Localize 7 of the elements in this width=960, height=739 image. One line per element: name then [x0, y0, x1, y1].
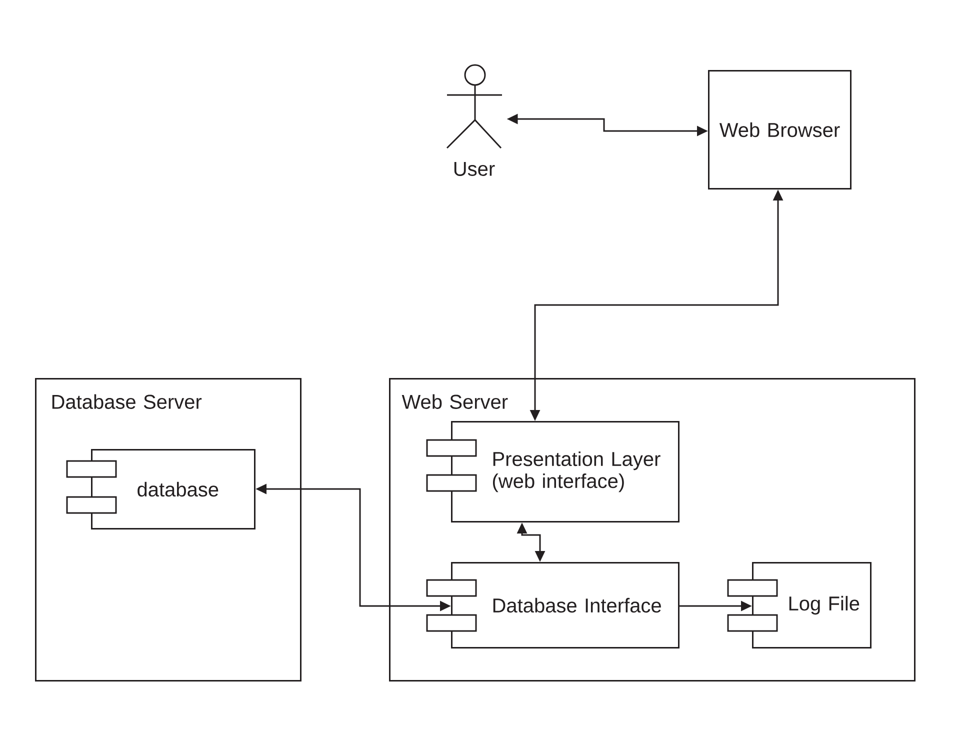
component-box: Database Interface	[426, 562, 680, 648]
component-box: database	[66, 449, 256, 530]
component-box: Presentation Layer (web interface)	[426, 421, 680, 522]
component-box: Log File	[727, 562, 872, 648]
node-box: Web Browser	[708, 70, 852, 190]
actor: User	[446, 64, 502, 176]
node-label: User	[454, 162, 495, 176]
